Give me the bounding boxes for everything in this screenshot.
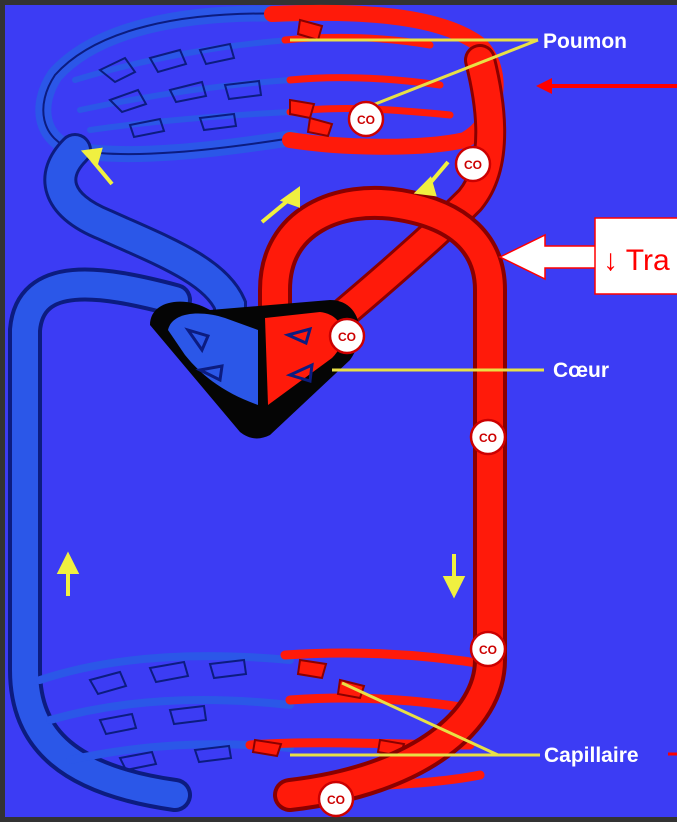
- co-marker: CO: [330, 319, 364, 353]
- svg-text:CO: CO: [464, 158, 482, 172]
- callout-text: ↓ Tra: [603, 244, 670, 277]
- svg-text:CO: CO: [327, 793, 345, 807]
- label-coeur: Cœur: [553, 359, 609, 382]
- label-poumon: Poumon: [543, 30, 627, 53]
- svg-text:CO: CO: [338, 330, 356, 344]
- co-marker: CO: [471, 632, 505, 666]
- label-capillaire: Capillaire: [544, 744, 639, 767]
- co-marker: CO: [471, 420, 505, 454]
- co-marker: CO: [456, 147, 490, 181]
- co-marker: CO: [349, 102, 383, 136]
- co-marker: CO: [319, 782, 353, 816]
- svg-text:CO: CO: [357, 113, 375, 127]
- svg-text:CO: CO: [479, 643, 497, 657]
- svg-text:CO: CO: [479, 431, 497, 445]
